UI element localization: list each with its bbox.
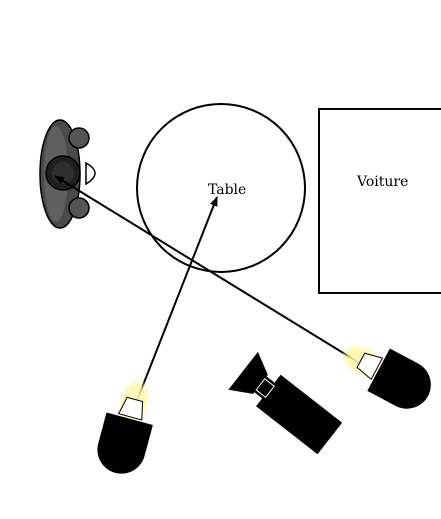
spotlight-bottom-right	[340, 343, 431, 409]
arrow-light-to-person	[54, 175, 372, 371]
video-camera	[228, 351, 343, 455]
arrow-light-to-table	[135, 196, 218, 404]
car-box: Voiture	[318, 108, 441, 294]
table-label: Table	[208, 182, 246, 198]
car-label: Voiture	[356, 174, 408, 190]
round-table: Table	[136, 103, 306, 273]
person-top-view	[39, 119, 96, 229]
spotlight-bottom-left	[97, 377, 153, 474]
